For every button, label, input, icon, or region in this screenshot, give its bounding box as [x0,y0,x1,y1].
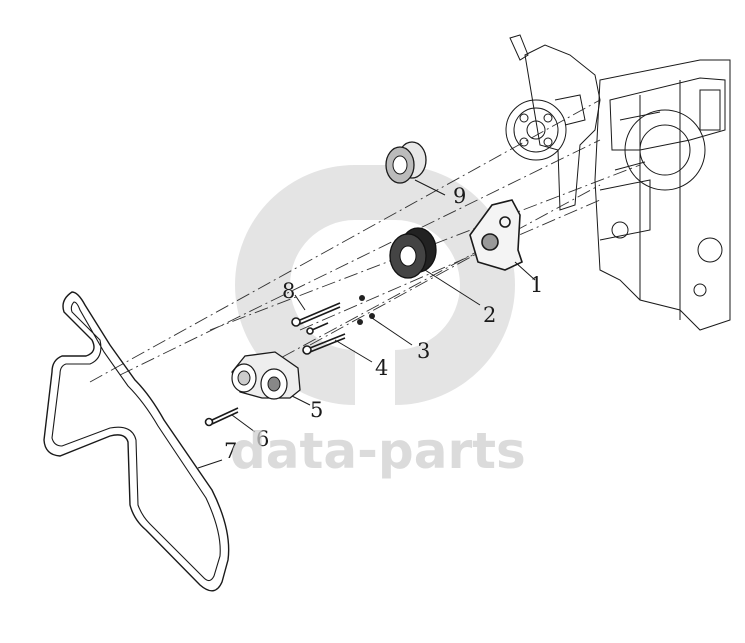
part-9-idler-pulley [385,141,446,196]
callout-3: 3 [417,339,430,363]
part-3-washers [357,295,413,346]
part-2-idler-pulley [389,227,481,306]
water-pump [505,34,601,211]
part-4-bolts [302,322,373,363]
part-7-belt [43,291,230,592]
part-5-tensioner [231,351,311,406]
engine-block [594,59,731,331]
callout-9: 9 [453,184,466,208]
callout-1: 1 [530,273,543,297]
assembly-axes [89,99,641,383]
callout-8: 8 [282,279,295,303]
watermark-text: data-parts [230,422,526,480]
callout-5: 5 [310,398,323,422]
callout-6: 6 [256,427,269,451]
callout-2: 2 [483,303,496,327]
part-6-bolt [204,407,256,433]
part-1-bracket [469,199,536,281]
part-8-bolt [291,294,341,327]
callout-labels: 1 2 3 4 5 6 7 8 9 [224,184,543,463]
callout-7: 7 [224,439,237,463]
callout-4: 4 [375,356,388,380]
